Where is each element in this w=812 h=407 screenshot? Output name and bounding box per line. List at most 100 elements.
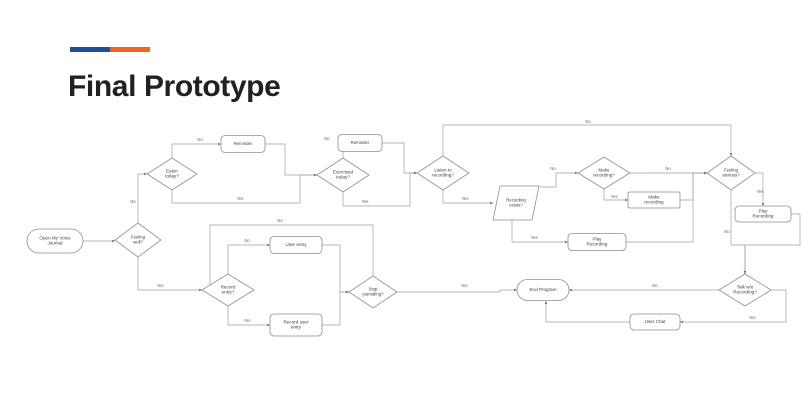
title-accent-bar: [70, 47, 150, 52]
edge-label-exercised_today-to-reminder_ex: No: [324, 136, 330, 141]
page-title: Final Prototype: [68, 70, 281, 103]
edge-feeling_anxious-to-play_recording_2: [755, 172, 765, 207]
edge-label-feeling_well-to-eaten_today: No: [130, 199, 136, 204]
edge-play_recording_2-to-talk_wo_rec: [743, 213, 801, 275]
node-shape-make_recording_q: [577, 156, 631, 190]
node-shape-play_recording_2: [734, 205, 792, 223]
node-shape-eaten_today: [146, 157, 198, 191]
edge-label-listen_recording-to-feeling_anxious: No: [585, 119, 591, 124]
node-shape-stop_journaling: [348, 275, 398, 309]
edge-user_entry-to-stop_journaling: [322, 244, 350, 294]
edge-reminder_eat-to-exercised_today: [265, 143, 318, 177]
edge-record_entry-to-record_user_entry: [227, 306, 271, 327]
node-label-user_chat: User Chat: [645, 319, 666, 324]
node-shape-record_user_entry: [269, 313, 323, 337]
node-shape-user_entry: [269, 236, 323, 254]
node-shape-make_recording: [627, 191, 681, 209]
edge-feeling_well-to-eaten_today: [137, 172, 148, 223]
edge-record_entry-to-user_entry: [227, 243, 271, 274]
edge-talk_wo_rec-to-user_chat: [679, 289, 787, 324]
node-shape-user_chat: [629, 313, 681, 331]
edge-label-talk_wo_rec-to-end_program: No: [652, 283, 658, 288]
edge-user_chat-to-end_program: [544, 300, 630, 323]
edge-make_recording_q-to-make_recording: [603, 189, 629, 202]
edge-feeling_well-to-record_entry: [137, 257, 203, 292]
edge-recording_exists-to-make_recording_q: [540, 171, 579, 188]
node-reminder_eat[interactable]: Reminder: [220, 135, 266, 153]
edge-eaten_today-to-exercised_today: [171, 173, 318, 204]
node-shape-talk_wo_rec: [718, 273, 772, 307]
node-shape-play_recording_1: [567, 233, 627, 251]
node-label-user_entry: User entry: [285, 242, 307, 247]
node-shape-recording_exists: [492, 185, 540, 221]
edge-label-stop_journaling-to-record_entry: No: [277, 218, 283, 223]
edge-stop_journaling-to-end_program: [397, 288, 518, 293]
node-label-reminder_ex: Reminder: [351, 140, 370, 145]
edge-record_user_entry-to-stop_journaling: [322, 290, 350, 326]
edge-listen_recording-to-feeling_anxious: [442, 124, 733, 157]
node-shape-listen_recording: [416, 155, 470, 191]
node-shape-record_entry: [201, 273, 255, 307]
node-shape-start: [26, 228, 84, 254]
edge-label-make_recording_q-to-make_recording: Yes: [611, 194, 618, 199]
edge-label-stop_journaling-to-end_program: Yes: [461, 283, 468, 288]
node-shape-exercised_today: [316, 157, 370, 193]
node-end_program[interactable]: End Program: [516, 279, 570, 301]
edge-label-feeling_anxious-to-talk_wo_rec: No: [724, 229, 730, 234]
node-user_chat[interactable]: User Chat: [629, 313, 681, 331]
accent-bar-blue-segment: [70, 47, 110, 52]
node-user_entry[interactable]: User entry: [269, 236, 323, 254]
flowchart-edge-layer: [83, 124, 801, 327]
edge-label-make_recording_q-to-feeling_anxious: No: [665, 166, 671, 171]
edge-label-feeling_anxious-to-play_recording_2: Yes: [757, 189, 764, 194]
node-shape-end_program: [516, 279, 570, 301]
edge-label-eaten_today-to-exercised_today: Yes: [237, 196, 244, 201]
node-reminder_ex[interactable]: Reminder: [337, 134, 383, 152]
node-label-reminder_eat: Reminder: [234, 141, 253, 146]
node-shape-feeling_well: [114, 222, 162, 258]
edge-label-record_entry-to-user_entry: No: [244, 238, 250, 243]
edge-label-recording_exists-to-play_recording_1: Yes: [531, 235, 538, 240]
edge-feeling_anxious-to-talk_wo_rec: [730, 190, 747, 275]
node-shape-feeling_anxious: [706, 155, 756, 191]
edge-reminder_ex-to-listen_recording: [382, 142, 418, 175]
edge-play_recording_1-to-feeling_anxious: [626, 171, 708, 243]
edge-label-record_entry-to-record_user_entry: Yes: [244, 318, 251, 323]
flowchart-edge-label-layer: NoYesNoYesNoYesNoYesYesNoYesNoYesNoNoYes…: [130, 119, 763, 323]
edge-label-talk_wo_rec-to-user_chat: Yes: [749, 315, 756, 320]
edge-eaten_today-to-reminder_eat: [171, 142, 222, 158]
node-shape-reminder_ex: [337, 134, 383, 152]
edge-label-eaten_today-to-reminder_eat: No: [197, 137, 203, 142]
node-label-end_program: End Program: [529, 287, 556, 292]
node-shape-reminder_eat: [220, 135, 266, 153]
